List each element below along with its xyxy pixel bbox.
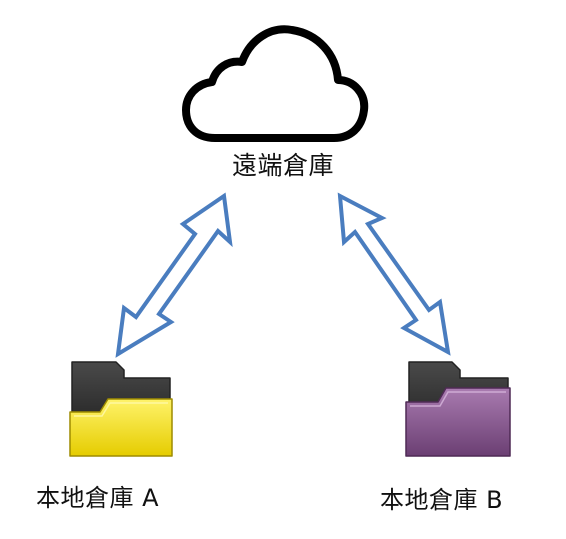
double-arrow-a [115, 192, 233, 358]
local-repo-a-label: 本地倉庫 A [36, 484, 160, 512]
purple-folder-icon [405, 361, 511, 457]
cloud-icon [182, 25, 369, 142]
yellow-folder-icon [69, 361, 173, 457]
double-arrow-b [337, 192, 451, 356]
remote-repo-label: 遠端倉庫 [231, 151, 334, 180]
local-repo-b-label: 本地倉庫 B [380, 486, 504, 514]
